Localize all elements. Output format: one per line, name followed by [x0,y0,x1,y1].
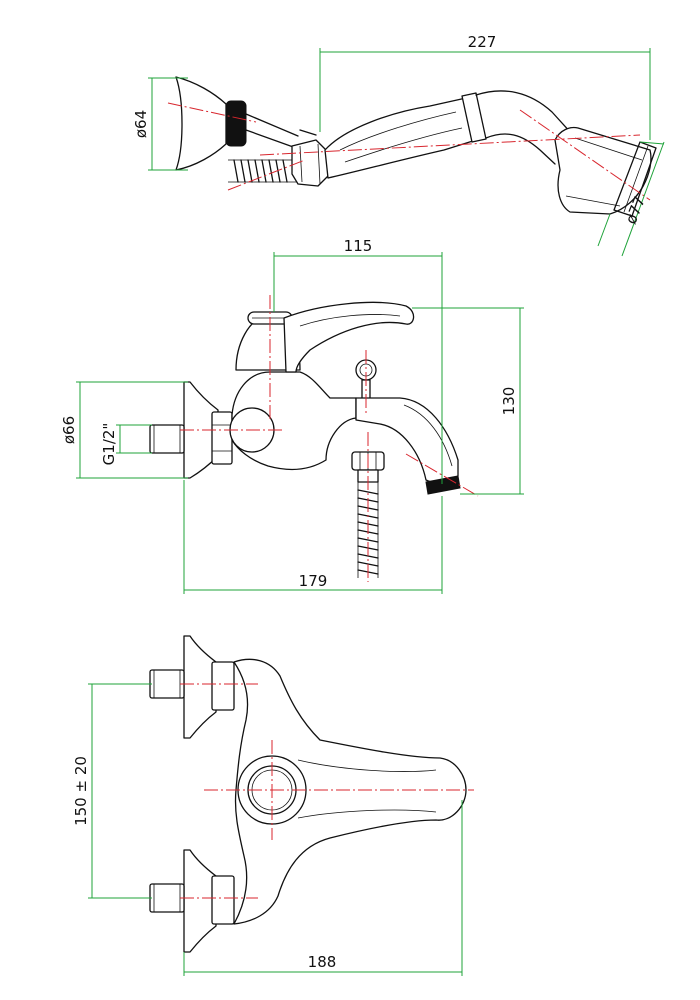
dim-label-227: 227 [468,33,497,51]
dim-label-150: 150 ± 20 [72,756,90,826]
dim-label-130: 130 [500,387,518,416]
top-view [149,635,467,953]
inlet-upper [149,669,185,699]
dim-label-diam-66: ø66 [60,416,78,444]
spout-plan [297,759,437,819]
hand-shower-view [175,76,657,217]
flange-top-upper [183,635,217,739]
hose-coil [228,159,298,183]
dimension-lines [76,48,665,976]
flange-top-lower [183,849,217,953]
shower-handle [324,97,477,179]
inlet-connector [149,424,185,454]
inlet-lower [149,883,185,913]
dim-label-diam-64: ø64 [132,110,150,138]
dim-label-188: 188 [308,953,337,971]
centerlines [167,102,651,899]
dim-label-179: 179 [299,572,328,590]
nut-upper [211,661,235,711]
lever-handle [283,301,415,373]
mixer-body-plan [233,658,467,925]
dim-label-thread: G1/2" [100,423,118,466]
shower-neck [475,90,573,165]
side-view [149,301,461,578]
dim-label-115: 115 [344,237,373,255]
shower-face [613,141,657,217]
inlet-hex-nut [211,411,233,465]
nut-lower [211,875,235,925]
holder-bracket [245,113,317,149]
hose-nut [291,139,329,187]
holder-cup [175,76,227,171]
handle-collar [461,92,487,143]
holder-collar [225,100,247,147]
